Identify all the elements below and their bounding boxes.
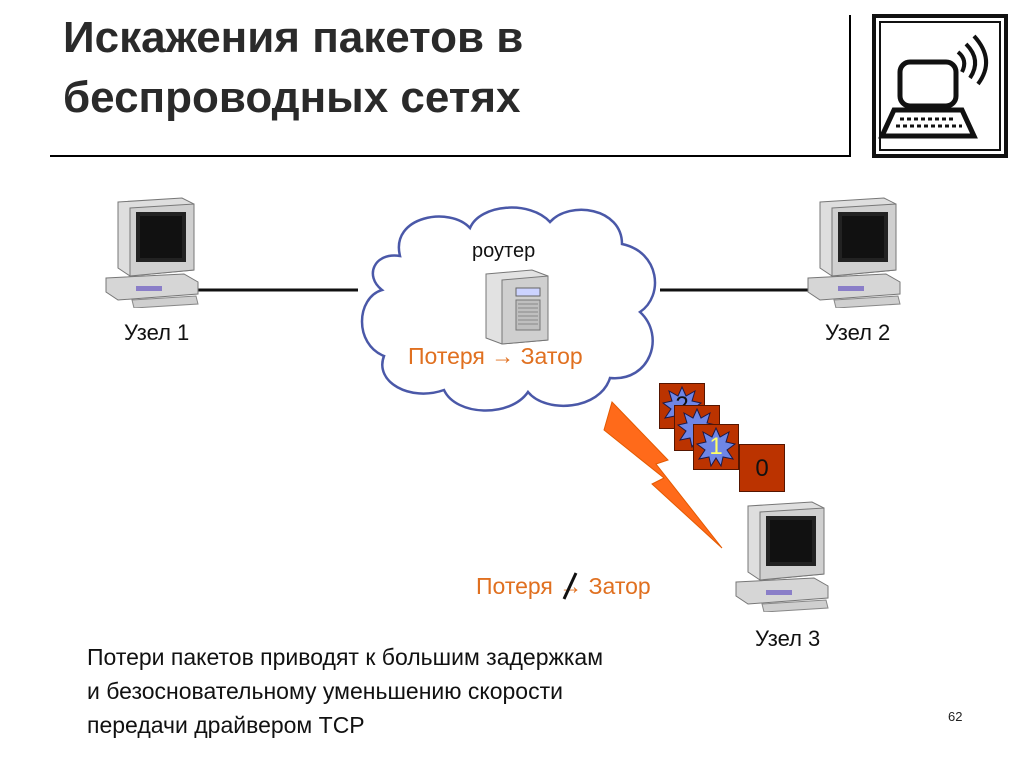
title-divider (50, 155, 850, 157)
strike-slash-icon (562, 572, 578, 600)
title-vertical-divider (849, 15, 851, 157)
packet-1-number: 1 (709, 433, 723, 460)
packet-0: 0 (739, 444, 785, 492)
slide-title: Искажения пакетов в беспроводных сетях (63, 8, 523, 128)
node2-computer-icon (807, 197, 901, 308)
wireless-loss-congestion-text: Потеря → Затор (476, 572, 651, 600)
caption-text: Потери пакетов приводят к большим задерж… (87, 640, 787, 742)
page-number: 62 (948, 709, 963, 724)
node3-label: Узел 3 (755, 626, 821, 651)
packet-0-number: 0 (755, 455, 769, 482)
wireless-lightning-icon (603, 401, 723, 549)
node3-computer-icon (735, 501, 829, 612)
cloud-loss-congestion-text: Потеря → Затор (408, 343, 583, 369)
caption-line-3: передачи драйвером TCP (87, 712, 365, 738)
title-line-2: беспроводных сетях (63, 73, 521, 122)
arrow-icon: → (559, 572, 582, 600)
caption-line-1: Потери пакетов приводят к большим задерж… (87, 644, 604, 670)
wireless-laptop-icon (872, 14, 1008, 158)
node2-label: Узел 2 (825, 320, 891, 345)
router-label: роутер (472, 240, 536, 262)
node1-computer-icon (105, 197, 199, 308)
caption-line-2: и безосновательному уменьшению скорости (87, 678, 563, 704)
title-line-1: Искажения пакетов в (63, 13, 524, 62)
packet-burst-icon (696, 427, 736, 467)
router-server-icon (485, 269, 549, 345)
node1-label: Узел 1 (124, 320, 190, 345)
congestion-word: Затор (588, 573, 651, 599)
packet-1: 1 (693, 424, 739, 470)
loss-word: Потеря (476, 573, 553, 599)
